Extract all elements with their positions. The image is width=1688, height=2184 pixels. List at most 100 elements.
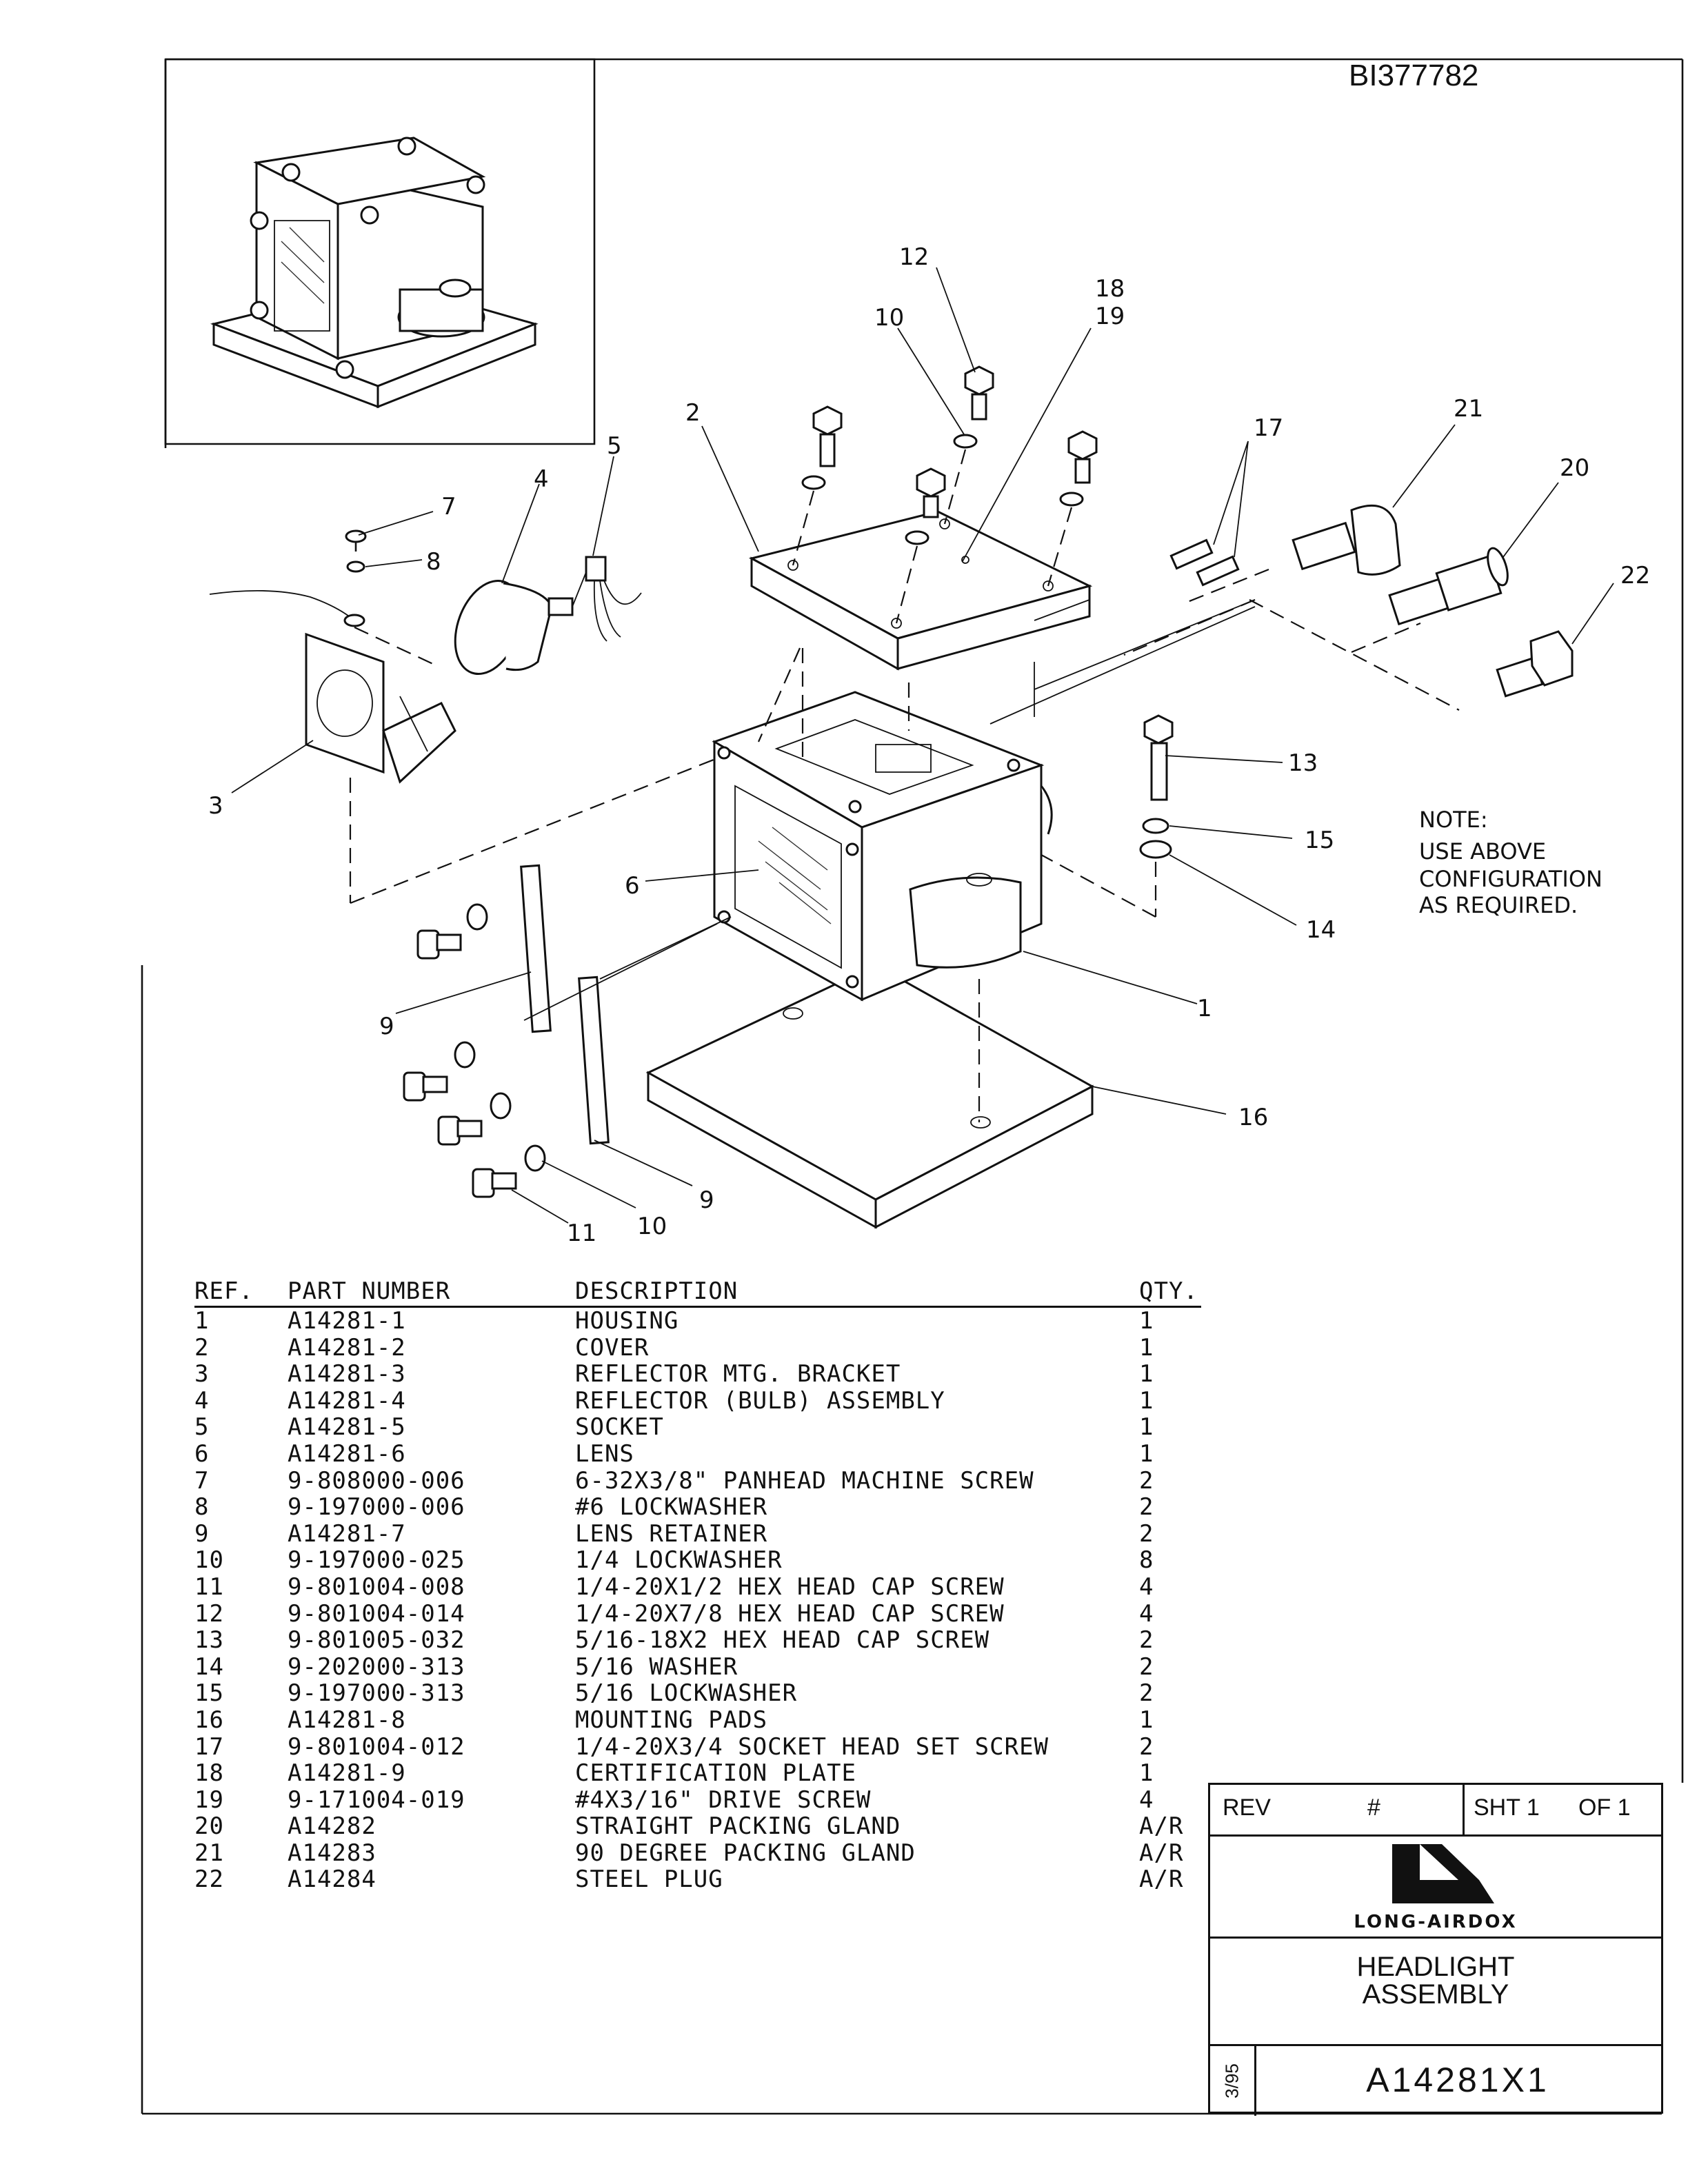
mounting-pad [648,965,1092,1227]
cell-part-number: A14284 [288,1866,376,1894]
cell-qty: 2 [1139,1626,1154,1655]
steel-plug [1497,631,1572,696]
cell-description: 5/16 LOCKWASHER [575,1679,798,1708]
cell-ref: 20 [194,1812,224,1841]
cell-description: SOCKET [575,1413,664,1442]
cell-part-number: 9-801004-014 [288,1599,465,1628]
cell-description: 1/4 LOCKWASHER [575,1546,783,1575]
cell-description: 1/4-20X7/8 HEX HEAD CAP SCREW [575,1599,1005,1628]
callout-19: 19 [1095,303,1125,330]
cell-qty: 4 [1139,1599,1154,1628]
table-row: 9 A14281-7 LENS RETAINER 2 [194,1521,1201,1548]
cell-part-number: A14281-8 [288,1706,406,1734]
document-id: BI377782 [1349,59,1478,92]
cell-description: #6 LOCKWASHER [575,1493,768,1521]
cell-description: LENS RETAINER [575,1519,768,1548]
cell-qty: 1 [1139,1413,1154,1442]
drawing-title: HEADLIGHT ASSEMBLY [1210,1937,1661,2046]
company-name: LONG-AIRDOX [1354,1912,1518,1932]
cell-part-number: A14281-5 [288,1413,406,1442]
socket [572,557,641,641]
leader-lines [232,267,1614,1223]
cell-ref: 21 [194,1839,224,1867]
cell-ref: 2 [194,1333,210,1362]
cell-part-number: A14281-1 [288,1307,406,1335]
cell-qty: 4 [1139,1786,1154,1814]
cell-qty: 4 [1139,1573,1154,1601]
header-qty: QTY. [1139,1277,1198,1305]
cell-description: 5/16 WASHER [575,1652,738,1681]
cell-description: 5/16-18X2 HEX HEAD CAP SCREW [575,1626,990,1655]
packing-gland-straight [1389,546,1511,625]
cell-part-number: 9-801005-032 [288,1626,465,1655]
callout-6: 6 [625,872,640,900]
sheet-label: SHT 1 [1474,1794,1540,1821]
cell-part-number: 9-197000-313 [288,1679,465,1708]
cell-part-number: 9-197000-025 [288,1546,465,1575]
divider [1463,1785,1465,1834]
cell-ref: 3 [194,1360,210,1388]
cell-description: 6-32X3/8" PANHEAD MACHINE SCREW [575,1466,1034,1495]
cell-qty: A/R [1139,1866,1184,1894]
cell-ref: 22 [194,1866,224,1894]
cell-description: STEEL PLUG [575,1866,723,1894]
cell-part-number: 9-171004-019 [288,1786,465,1814]
cell-part-number: A14281-7 [288,1519,406,1548]
company-logo [1392,1844,1494,1903]
cell-description: LENS [575,1439,634,1468]
cell-description: 90 DEGREE PACKING GLAND [575,1839,916,1867]
cell-part-number: A14282 [288,1812,376,1841]
drawing-number: A14281X1 [1366,2061,1549,2099]
cell-qty: 2 [1139,1519,1154,1548]
title-line-2: ASSEMBLY [1362,1979,1509,2010]
cell-description: #4X3/16" DRIVE SCREW [575,1786,872,1814]
cell-ref: 15 [194,1679,224,1708]
parts-table-header: REF. PART NUMBER DESCRIPTION QTY. [194,1277,1201,1308]
callout-13: 13 [1288,749,1318,777]
cell-qty: 1 [1139,1759,1154,1788]
cell-ref: 9 [194,1519,210,1548]
assembly-lines [350,569,1459,1122]
callout-12: 12 [899,243,929,271]
cell-part-number: A14281-3 [288,1360,406,1388]
cell-qty: A/R [1139,1812,1184,1841]
set-screws [1171,540,1238,585]
cell-qty: 1 [1139,1333,1154,1362]
cell-ref: 16 [194,1706,224,1734]
ground-wire [210,591,364,626]
callout-21: 21 [1454,395,1483,423]
rev-value: # [1367,1794,1380,1821]
header-ref: REF. [194,1277,254,1305]
assembled-view-inset [165,59,594,444]
cell-description: REFLECTOR (BULB) ASSEMBLY [575,1386,945,1415]
cell-ref: 5 [194,1413,210,1442]
table-row: 5 A14281-5 SOCKET 1 [194,1414,1201,1441]
lens-retainers [521,865,609,1143]
callout-8: 8 [426,548,441,576]
callout-16: 16 [1238,1104,1268,1131]
note-line-3: AS REQUIRED. [1419,892,1578,918]
callout-10b: 10 [637,1213,667,1240]
cover [752,512,1089,717]
retainer-screws [404,904,545,1197]
panhead-screw [346,531,365,552]
title-line-1: HEADLIGHT [1356,1952,1515,1982]
cell-qty: 1 [1139,1706,1154,1734]
cell-qty: 2 [1139,1466,1154,1495]
cell-ref: 1 [194,1307,210,1335]
title-block: REV # SHT 1 OF 1 LONG-AIRDOX HEADLIGHT A… [1208,1783,1663,2116]
callout-11: 11 [567,1220,596,1247]
cell-ref: 13 [194,1626,224,1655]
cell-qty: 2 [1139,1679,1154,1708]
